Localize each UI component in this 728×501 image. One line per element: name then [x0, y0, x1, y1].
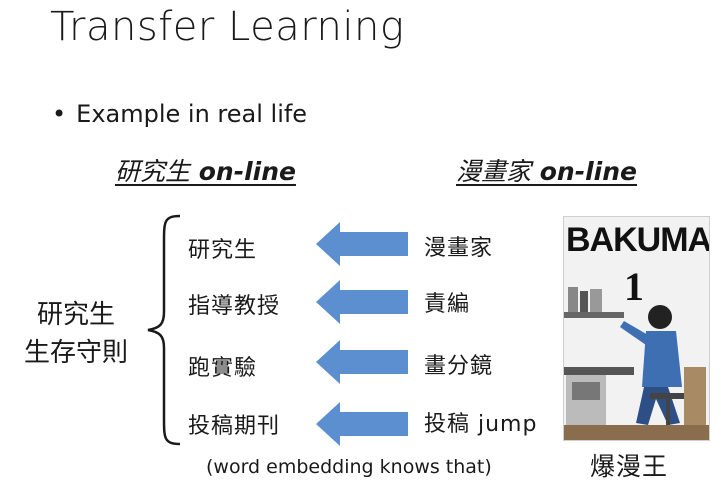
- left-arrow-icon: [316, 402, 408, 446]
- row-left-1: 研究生: [188, 238, 258, 263]
- row-left-3: 跑實驗: [188, 356, 258, 381]
- survival-rules-label: 研究生 生存守則: [18, 296, 134, 372]
- manga-cover-image: BAKUMAN 1: [563, 216, 710, 441]
- row-right-4: 投稿 jump: [424, 412, 538, 437]
- curly-brace-icon: [147, 214, 181, 446]
- embedding-note: (word embedding knows that): [206, 456, 492, 478]
- row-left-2: 指導教授: [188, 294, 281, 319]
- row-right-2: 責編: [424, 292, 471, 317]
- survival-rules-line1: 研究生: [36, 300, 115, 330]
- left-arrow-icon: [316, 222, 408, 266]
- bullet-dot-icon: •: [52, 100, 67, 128]
- survival-rules-line2: 生存守則: [23, 338, 128, 368]
- row-right-1: 漫畫家: [424, 236, 494, 261]
- left-header-suffix: on-line: [190, 157, 296, 186]
- right-header-cjk: 漫畫家: [456, 157, 532, 186]
- manga-illustration: [564, 287, 709, 440]
- left-column-header: 研究生 on-line: [115, 152, 296, 188]
- left-arrow-icon: [316, 280, 408, 324]
- cover-volume: 1: [624, 264, 644, 309]
- bullet-item: • Example in real life: [52, 100, 307, 128]
- left-arrow-icon: [316, 340, 408, 384]
- cover-title: BAKUMAN: [566, 221, 710, 259]
- slide-title: Transfer Learning: [50, 4, 405, 50]
- right-header-suffix: on-line: [531, 157, 637, 186]
- manga-caption: 爆漫王: [590, 452, 669, 481]
- bullet-text: Example in real life: [76, 100, 308, 128]
- right-column-header: 漫畫家 on-line: [456, 152, 637, 188]
- row-left-4: 投稿期刊: [188, 414, 281, 439]
- left-header-cjk: 研究生: [115, 157, 191, 186]
- row-right-3: 畫分鏡: [424, 354, 494, 379]
